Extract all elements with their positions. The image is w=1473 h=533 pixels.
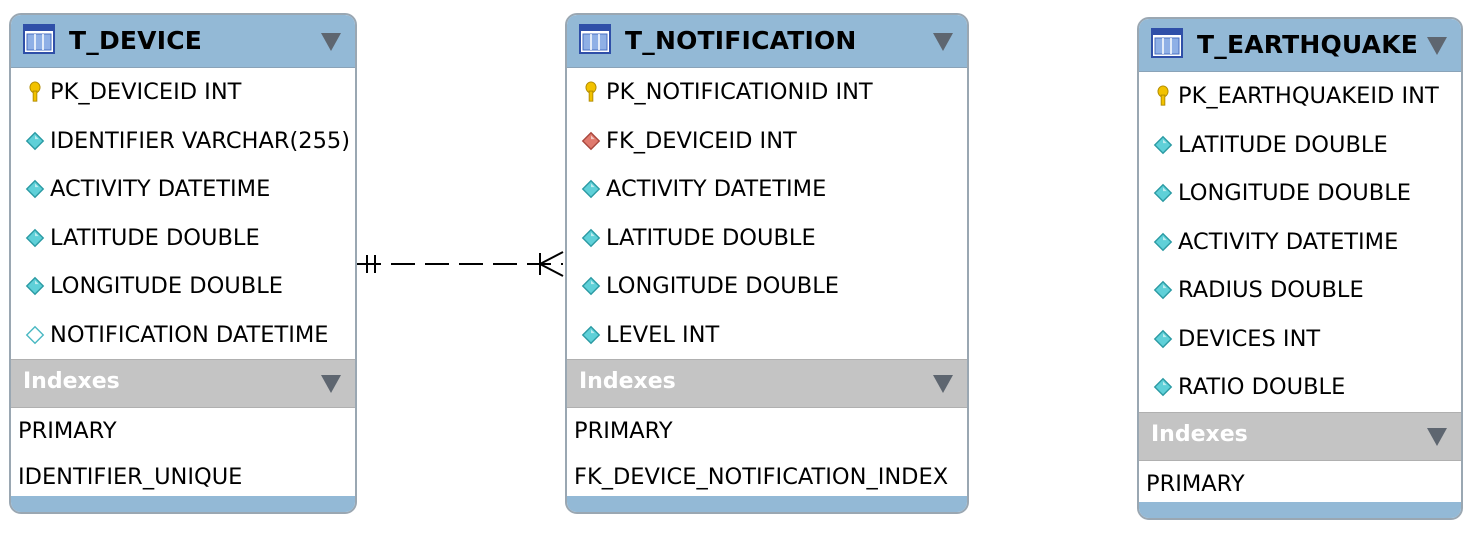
index-row[interactable]: IDENTIFIER_UNIQUE	[18, 464, 243, 490]
indexes-title: Indexes	[1151, 421, 1248, 447]
index-row[interactable]: FK_DEVICE_NOTIFICATION_INDEX	[574, 464, 949, 490]
column-row[interactable]: ACTIVITY DATETIME	[567, 165, 967, 214]
column-diamond-icon	[1150, 132, 1176, 158]
column-diamond-icon	[22, 273, 48, 299]
column-label: RATIO DOUBLE	[1178, 374, 1346, 401]
collapse-arrow-icon[interactable]	[1427, 37, 1447, 55]
collapse-arrow-icon[interactable]	[321, 375, 341, 393]
column-row[interactable]: IDENTIFIER VARCHAR(255)	[11, 117, 355, 166]
column-diamond-icon	[22, 176, 48, 202]
column-label: RADIUS DOUBLE	[1178, 277, 1364, 304]
collapse-arrow-icon[interactable]	[1427, 427, 1447, 446]
column-diamond-icon	[578, 322, 604, 348]
indexes-title: Indexes	[23, 369, 120, 394]
column-label: PK_DEVICEID INT	[50, 79, 242, 106]
column-label: FK_DEVICEID INT	[606, 127, 797, 154]
index-row[interactable]: PRIMARY	[574, 418, 673, 444]
column-row[interactable]: LONGITUDE DOUBLE	[11, 262, 355, 311]
column-list: PK_NOTIFICATIONID INT FK_DEVICEID INT ACTI…	[567, 68, 967, 359]
column-row[interactable]: FK_DEVICEID INT	[567, 117, 967, 166]
table-header[interactable]: T_NOTIFICATION	[567, 15, 967, 68]
column-diamond-icon	[1150, 229, 1176, 255]
table-header[interactable]: T_DEVICE	[11, 15, 355, 68]
table-icon	[23, 24, 55, 54]
nullable-column-diamond-icon	[22, 322, 48, 348]
column-row[interactable]: RATIO DOUBLE	[1139, 363, 1461, 412]
column-row[interactable]: LATITUDE DOUBLE	[1139, 121, 1461, 170]
column-label: ACTIVITY DATETIME	[1178, 228, 1399, 255]
table-t-earthquake[interactable]: T_EARTHQUAKE PK_EARTHQUAKEID INT LATITUDE …	[1137, 17, 1463, 520]
table-footer	[1139, 502, 1461, 518]
column-diamond-icon	[1150, 277, 1176, 303]
column-row[interactable]: RADIUS DOUBLE	[1139, 266, 1461, 315]
column-label: ACTIVITY DATETIME	[606, 176, 827, 203]
primary-key-icon	[578, 79, 604, 105]
column-label: LATITUDE DOUBLE	[1178, 131, 1388, 158]
column-row[interactable]: PK_EARTHQUAKEID INT	[1139, 72, 1461, 121]
column-label: DEVICES INT	[1178, 325, 1321, 352]
column-list: PK_EARTHQUAKEID INT LATITUDE DOUBLE LONGIT…	[1139, 72, 1461, 412]
column-diamond-icon	[1150, 326, 1176, 352]
table-title: T_DEVICE	[69, 26, 203, 55]
column-label: LATITUDE DOUBLE	[50, 224, 260, 251]
column-label: LEVEL INT	[606, 321, 720, 348]
column-diamond-icon	[22, 225, 48, 251]
column-row[interactable]: ACTIVITY DATETIME	[11, 165, 355, 214]
table-icon	[579, 24, 611, 54]
indexes-header[interactable]: Indexes	[11, 359, 355, 408]
column-diamond-icon	[1150, 180, 1176, 206]
column-label: PK_EARTHQUAKEID INT	[1178, 83, 1439, 110]
indexes-title: Indexes	[579, 369, 676, 394]
table-header[interactable]: T_EARTHQUAKE	[1139, 19, 1461, 72]
crowfoot-lower	[539, 263, 564, 277]
column-row[interactable]: LONGITUDE DOUBLE	[1139, 169, 1461, 218]
column-label: LONGITUDE DOUBLE	[606, 273, 839, 300]
indexes-header[interactable]: Indexes	[567, 359, 967, 408]
column-row[interactable]: LEVEL INT	[567, 311, 967, 360]
column-row[interactable]: DEVICES INT	[1139, 315, 1461, 364]
index-row[interactable]: PRIMARY	[1146, 470, 1245, 497]
column-label: IDENTIFIER VARCHAR(255)	[50, 127, 350, 154]
table-footer	[567, 496, 967, 512]
column-row[interactable]: PK_NOTIFICATIONID INT	[567, 68, 967, 117]
column-diamond-icon	[578, 273, 604, 299]
table-t-notification[interactable]: T_NOTIFICATION PK_NOTIFICATIONID INT FK_DE…	[565, 13, 969, 514]
column-diamond-icon	[1150, 374, 1176, 400]
index-row[interactable]: PRIMARY	[18, 418, 117, 444]
primary-key-icon	[22, 79, 48, 105]
table-icon	[1151, 28, 1183, 58]
column-diamond-icon	[578, 225, 604, 251]
column-diamond-icon	[22, 128, 48, 154]
table-title: T_EARTHQUAKE	[1197, 30, 1419, 59]
column-row[interactable]: LATITUDE DOUBLE	[11, 214, 355, 263]
column-diamond-icon	[578, 176, 604, 202]
column-label: LATITUDE DOUBLE	[606, 224, 816, 251]
column-label: NOTIFICATION DATETIME	[50, 321, 329, 348]
column-list: PK_DEVICEID INT IDENTIFIER VARCHAR(255) AC…	[11, 68, 355, 359]
column-row[interactable]: NOTIFICATION DATETIME	[11, 311, 355, 360]
primary-key-icon	[1150, 83, 1176, 109]
column-row[interactable]: LATITUDE DOUBLE	[567, 214, 967, 263]
table-t-device[interactable]: T_DEVICE PK_DEVICEID INT IDENTIFIER VARCHA…	[9, 13, 357, 514]
collapse-arrow-icon[interactable]	[933, 375, 953, 393]
indexes-header[interactable]: Indexes	[1139, 411, 1461, 461]
column-row[interactable]: LONGITUDE DOUBLE	[567, 262, 967, 311]
table-title: T_NOTIFICATION	[625, 26, 857, 55]
collapse-arrow-icon[interactable]	[933, 33, 953, 51]
column-label: LONGITUDE DOUBLE	[1178, 180, 1411, 207]
column-label: PK_NOTIFICATIONID INT	[606, 79, 873, 106]
column-row[interactable]: PK_DEVICEID INT	[11, 68, 355, 117]
crowfoot-upper	[539, 251, 564, 265]
collapse-arrow-icon[interactable]	[321, 33, 341, 51]
column-label: ACTIVITY DATETIME	[50, 176, 271, 203]
column-row[interactable]: ACTIVITY DATETIME	[1139, 218, 1461, 267]
table-footer	[11, 496, 355, 512]
foreign-key-diamond-icon	[578, 128, 604, 154]
column-label: LONGITUDE DOUBLE	[50, 273, 283, 300]
